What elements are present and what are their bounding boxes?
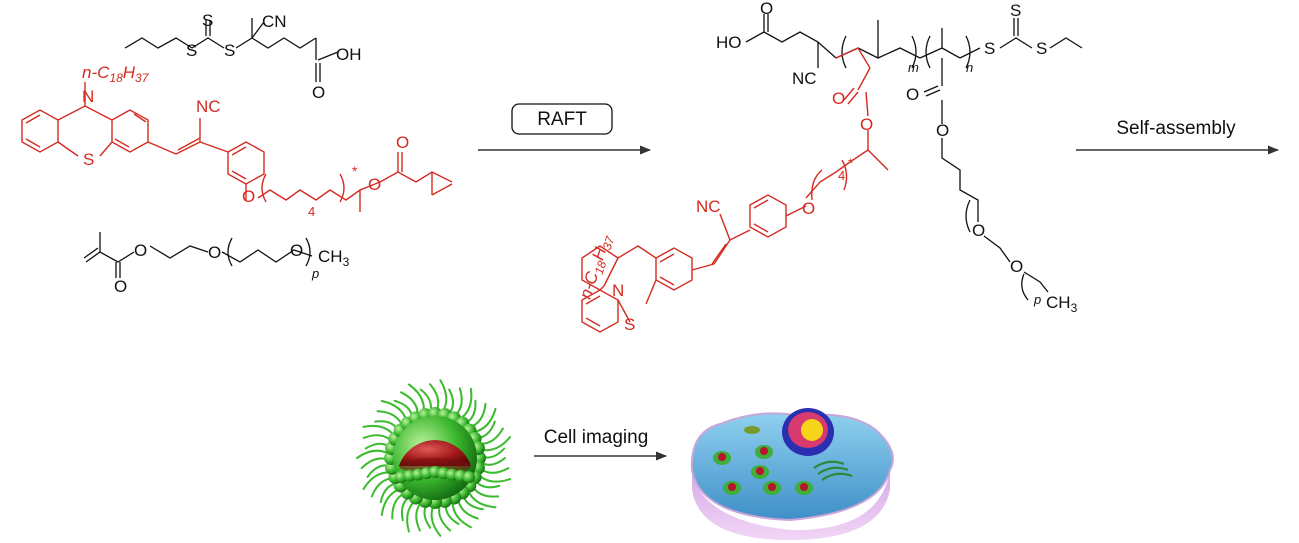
cell-imaging-label: Cell imaging — [544, 427, 649, 448]
atom-O: O — [832, 89, 845, 108]
subscript-n: n — [966, 60, 973, 75]
atom-S: S — [186, 41, 197, 60]
copolymer-red-atoms: O O O * 4 NC N S n-C18H37 — [576, 89, 874, 334]
stereo-star: * — [848, 155, 854, 171]
subscript-m: m — [908, 60, 919, 75]
atom-HO: HO — [716, 33, 742, 52]
cell-nanoparticle — [751, 465, 769, 479]
peg-monomer — [83, 232, 313, 278]
atom-S: S — [984, 39, 995, 58]
atom-O: O — [936, 121, 949, 140]
raft-step: RAFT — [478, 103, 652, 155]
cell-icon — [690, 408, 894, 540]
atom-O: O — [860, 115, 873, 134]
raft-agent-atoms: S S S CN O OH — [186, 11, 362, 102]
subscript-4: 4 — [308, 204, 315, 219]
atom-N: N — [612, 281, 624, 300]
atom-S: S — [83, 150, 94, 169]
atom-O: O — [134, 241, 147, 260]
atom-S: S — [1036, 39, 1047, 58]
cell-nanoparticle — [713, 451, 731, 465]
alkyl-chain-label: n-C18H37 — [82, 63, 150, 85]
atom-O: O — [396, 133, 409, 152]
subscript-4: 4 — [838, 168, 845, 183]
stereo-star: * — [352, 163, 358, 179]
subscript-p: p — [311, 266, 319, 281]
atom-NC: NC — [196, 97, 221, 116]
atom-O: O — [242, 187, 255, 206]
self-assembly-step: Self-assembly — [1076, 118, 1280, 155]
atom-O: O — [312, 83, 325, 102]
cell-nanoparticle — [723, 481, 741, 495]
cell-nanoparticle — [755, 445, 773, 459]
atom-OH: OH — [336, 45, 362, 64]
micelle-nanoparticle-icon — [356, 379, 512, 537]
alkyl-chain-label: n-C18H37 — [576, 231, 618, 302]
atom-O: O — [1010, 257, 1023, 276]
atom-O: O — [368, 175, 381, 194]
shell-bead — [463, 471, 475, 484]
cell-nanoparticle — [763, 481, 781, 495]
self-assembly-label: Self-assembly — [1116, 118, 1236, 139]
cell-imaging-step: Cell imaging — [534, 427, 668, 461]
copolymer-backbone — [745, 14, 1083, 301]
atom-NC: NC — [696, 197, 721, 216]
raft-agent — [124, 18, 339, 82]
methyl-label: CH3 — [318, 247, 350, 269]
atom-O: O — [760, 0, 773, 18]
peg-atoms: O O O O p CH3 — [114, 241, 350, 296]
phenothiazine-monomer — [21, 82, 453, 212]
cell-nanoparticle — [795, 481, 813, 495]
phenothiazine-atoms: N S NC O O O * 4 n-C18H37 — [82, 63, 409, 219]
copolymer-atoms: HO O NC m n S S S O O O O p CH3 — [716, 0, 1078, 315]
methyl-label: CH3 — [1046, 293, 1078, 315]
subscript-p: p — [1033, 292, 1041, 307]
raft-label: RAFT — [537, 109, 587, 130]
atom-O: O — [972, 221, 985, 240]
atom-N: N — [82, 87, 94, 106]
atom-O: O — [906, 85, 919, 104]
copolymer-red-branch — [581, 47, 889, 333]
atom-O: O — [208, 243, 221, 262]
atom-S: S — [624, 315, 635, 334]
atom-O: O — [290, 241, 303, 260]
atom-S: S — [1010, 1, 1021, 20]
atom-S: S — [224, 41, 235, 60]
raft-label-box — [511, 103, 613, 135]
atom-NC: NC — [792, 69, 817, 88]
atom-CN: CN — [262, 12, 287, 31]
atom-O: O — [802, 199, 815, 218]
atom-S: S — [202, 11, 213, 30]
atom-O: O — [114, 277, 127, 296]
